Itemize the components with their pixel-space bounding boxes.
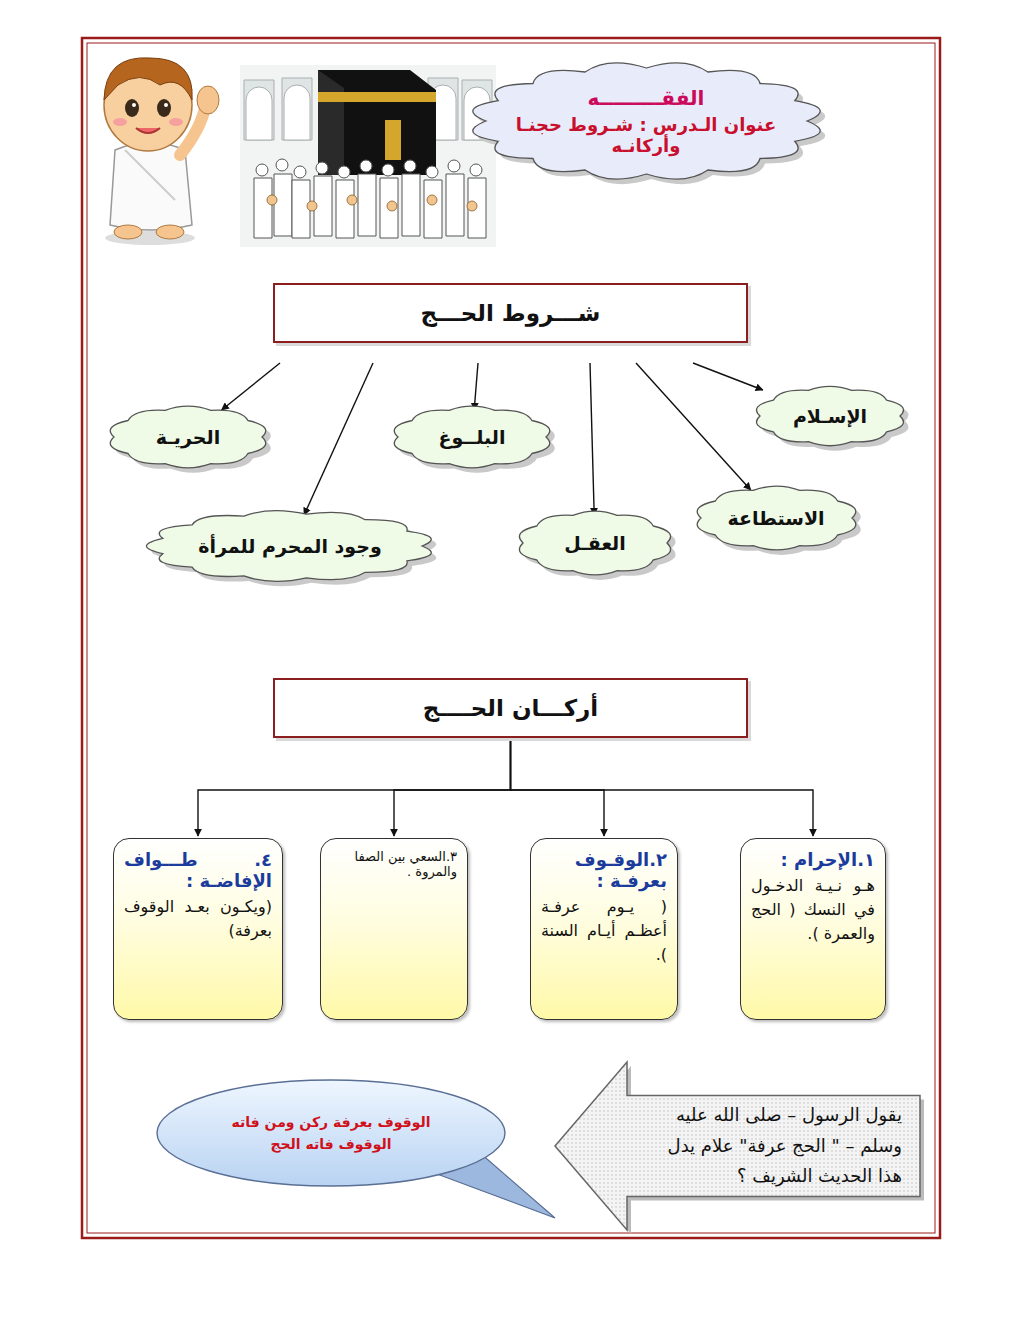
connector-arrow xyxy=(222,363,280,410)
node-heading: ٤. طـــواف الإفاضـة : xyxy=(124,849,272,891)
bubble-outline xyxy=(155,1078,507,1188)
node-text: (ويكـون بعـد الوقوف بعرفة) xyxy=(124,895,272,943)
connector-arrow xyxy=(394,738,511,836)
rbox-node: ٤. طـــواف الإفاضـة :(ويكـون بعـد الوقوف… xyxy=(113,838,283,1020)
rbox-node: ٢.الوقـوف بعرفـة :( يـوم عرفـة أعظـم أيـ… xyxy=(530,838,678,1020)
node-text: يقول الرسول – صلى الله عليه وسلم – " الح… xyxy=(643,1100,902,1192)
cloud-node: البلــوغ xyxy=(390,401,554,473)
connector-arrow xyxy=(198,738,511,836)
connector-arrow xyxy=(636,363,751,490)
node-content: وجود المحرم للمرأة xyxy=(151,506,430,586)
node-text: الإسـلام xyxy=(793,405,867,427)
node-content: ١.الإحرام : هـو نـيـة الدخـول في النسك ( … xyxy=(741,839,885,1019)
node-content: العقـل xyxy=(515,506,675,580)
node-text: الوقوف بعرفة ركن ومن فاته الوقوف فاته ال… xyxy=(213,1111,449,1156)
connector-arrow xyxy=(693,363,763,390)
cloud-node: الحريـة xyxy=(106,401,270,473)
node-text: هـو نـيـة الدخـول في النسك ( الحج والعمر… xyxy=(751,874,875,946)
connector-arrow xyxy=(511,738,814,836)
rbox-node: ١.الإحرام : هـو نـيـة الدخـول في النسك ( … xyxy=(740,838,886,1020)
node-text: الحريـة xyxy=(156,426,220,448)
node-text: شـــروط الحـــج xyxy=(421,300,601,326)
node-text: وجود المحرم للمرأة xyxy=(198,535,381,557)
node-heading: ١.الإحرام : xyxy=(751,849,875,870)
node-text: العقـل xyxy=(564,532,626,554)
node-text: البلــوغ xyxy=(438,426,505,448)
node-content: ٣.السعي بين الصفا والمروة . xyxy=(321,839,467,1019)
node-content: ٢.الوقـوف بعرفـة :( يـوم عرفـة أعظـم أيـ… xyxy=(531,839,677,1019)
node-content: شـــروط الحـــج xyxy=(275,285,746,341)
connector-arrow xyxy=(304,363,373,515)
cloud-node: الإسـلام xyxy=(752,381,908,451)
node-content: الحريـة xyxy=(106,401,270,473)
node-heading: الفقـــــــــه xyxy=(588,86,705,110)
rect-node: أركـــان الحــــج xyxy=(273,678,748,738)
rect-node: شـــروط الحـــج xyxy=(273,283,748,343)
cloud-node: الفقـــــــــه عنوان الـدرس : شـروط حجنـا… xyxy=(478,60,815,182)
connector-arrow xyxy=(474,363,478,410)
node-text: ( يـوم عرفـة أعظـم أيـام السنة ). xyxy=(541,895,667,967)
cloud-node: العقـل xyxy=(515,506,675,580)
node-content: الوقوف بعرفة ركن ومن فاته الوقوف فاته ال… xyxy=(155,1078,507,1188)
connector-arrow xyxy=(590,363,594,515)
node-content: ٤. طـــواف الإفاضـة :(ويكـون بعـد الوقوف… xyxy=(114,839,282,1019)
rbox-node: ٣.السعي بين الصفا والمروة . xyxy=(320,838,468,1020)
node-text: الاستطاعة xyxy=(727,507,824,529)
node-content: الفقـــــــــه عنوان الـدرس : شـروط حجنـا… xyxy=(478,60,815,182)
node-text: ٣.السعي بين الصفا والمروة . xyxy=(331,849,457,879)
node-content: يقول الرسول – صلى الله عليه وسلم – " الح… xyxy=(555,1062,920,1230)
cloud-node: الاستطاعة xyxy=(693,481,860,555)
connector-arrow xyxy=(511,738,605,836)
node-content: البلــوغ xyxy=(390,401,554,473)
cloud-node: وجود المحرم للمرأة xyxy=(151,506,430,586)
node-content: أركـــان الحــــج xyxy=(275,680,746,736)
node-content: الاستطاعة xyxy=(693,481,860,555)
node-heading: ٢.الوقـوف بعرفـة : xyxy=(541,849,667,891)
arrow-node: يقول الرسول – صلى الله عليه وسلم – " الح… xyxy=(555,1062,920,1230)
bubble-node: الوقوف بعرفة ركن ومن فاته الوقوف فاته ال… xyxy=(155,1078,507,1188)
node-text: أركـــان الحــــج xyxy=(423,695,598,721)
node-content: الإسـلام xyxy=(752,381,908,451)
node-text: عنوان الـدرس : شـروط حجنـا وأركانـه xyxy=(508,114,785,156)
